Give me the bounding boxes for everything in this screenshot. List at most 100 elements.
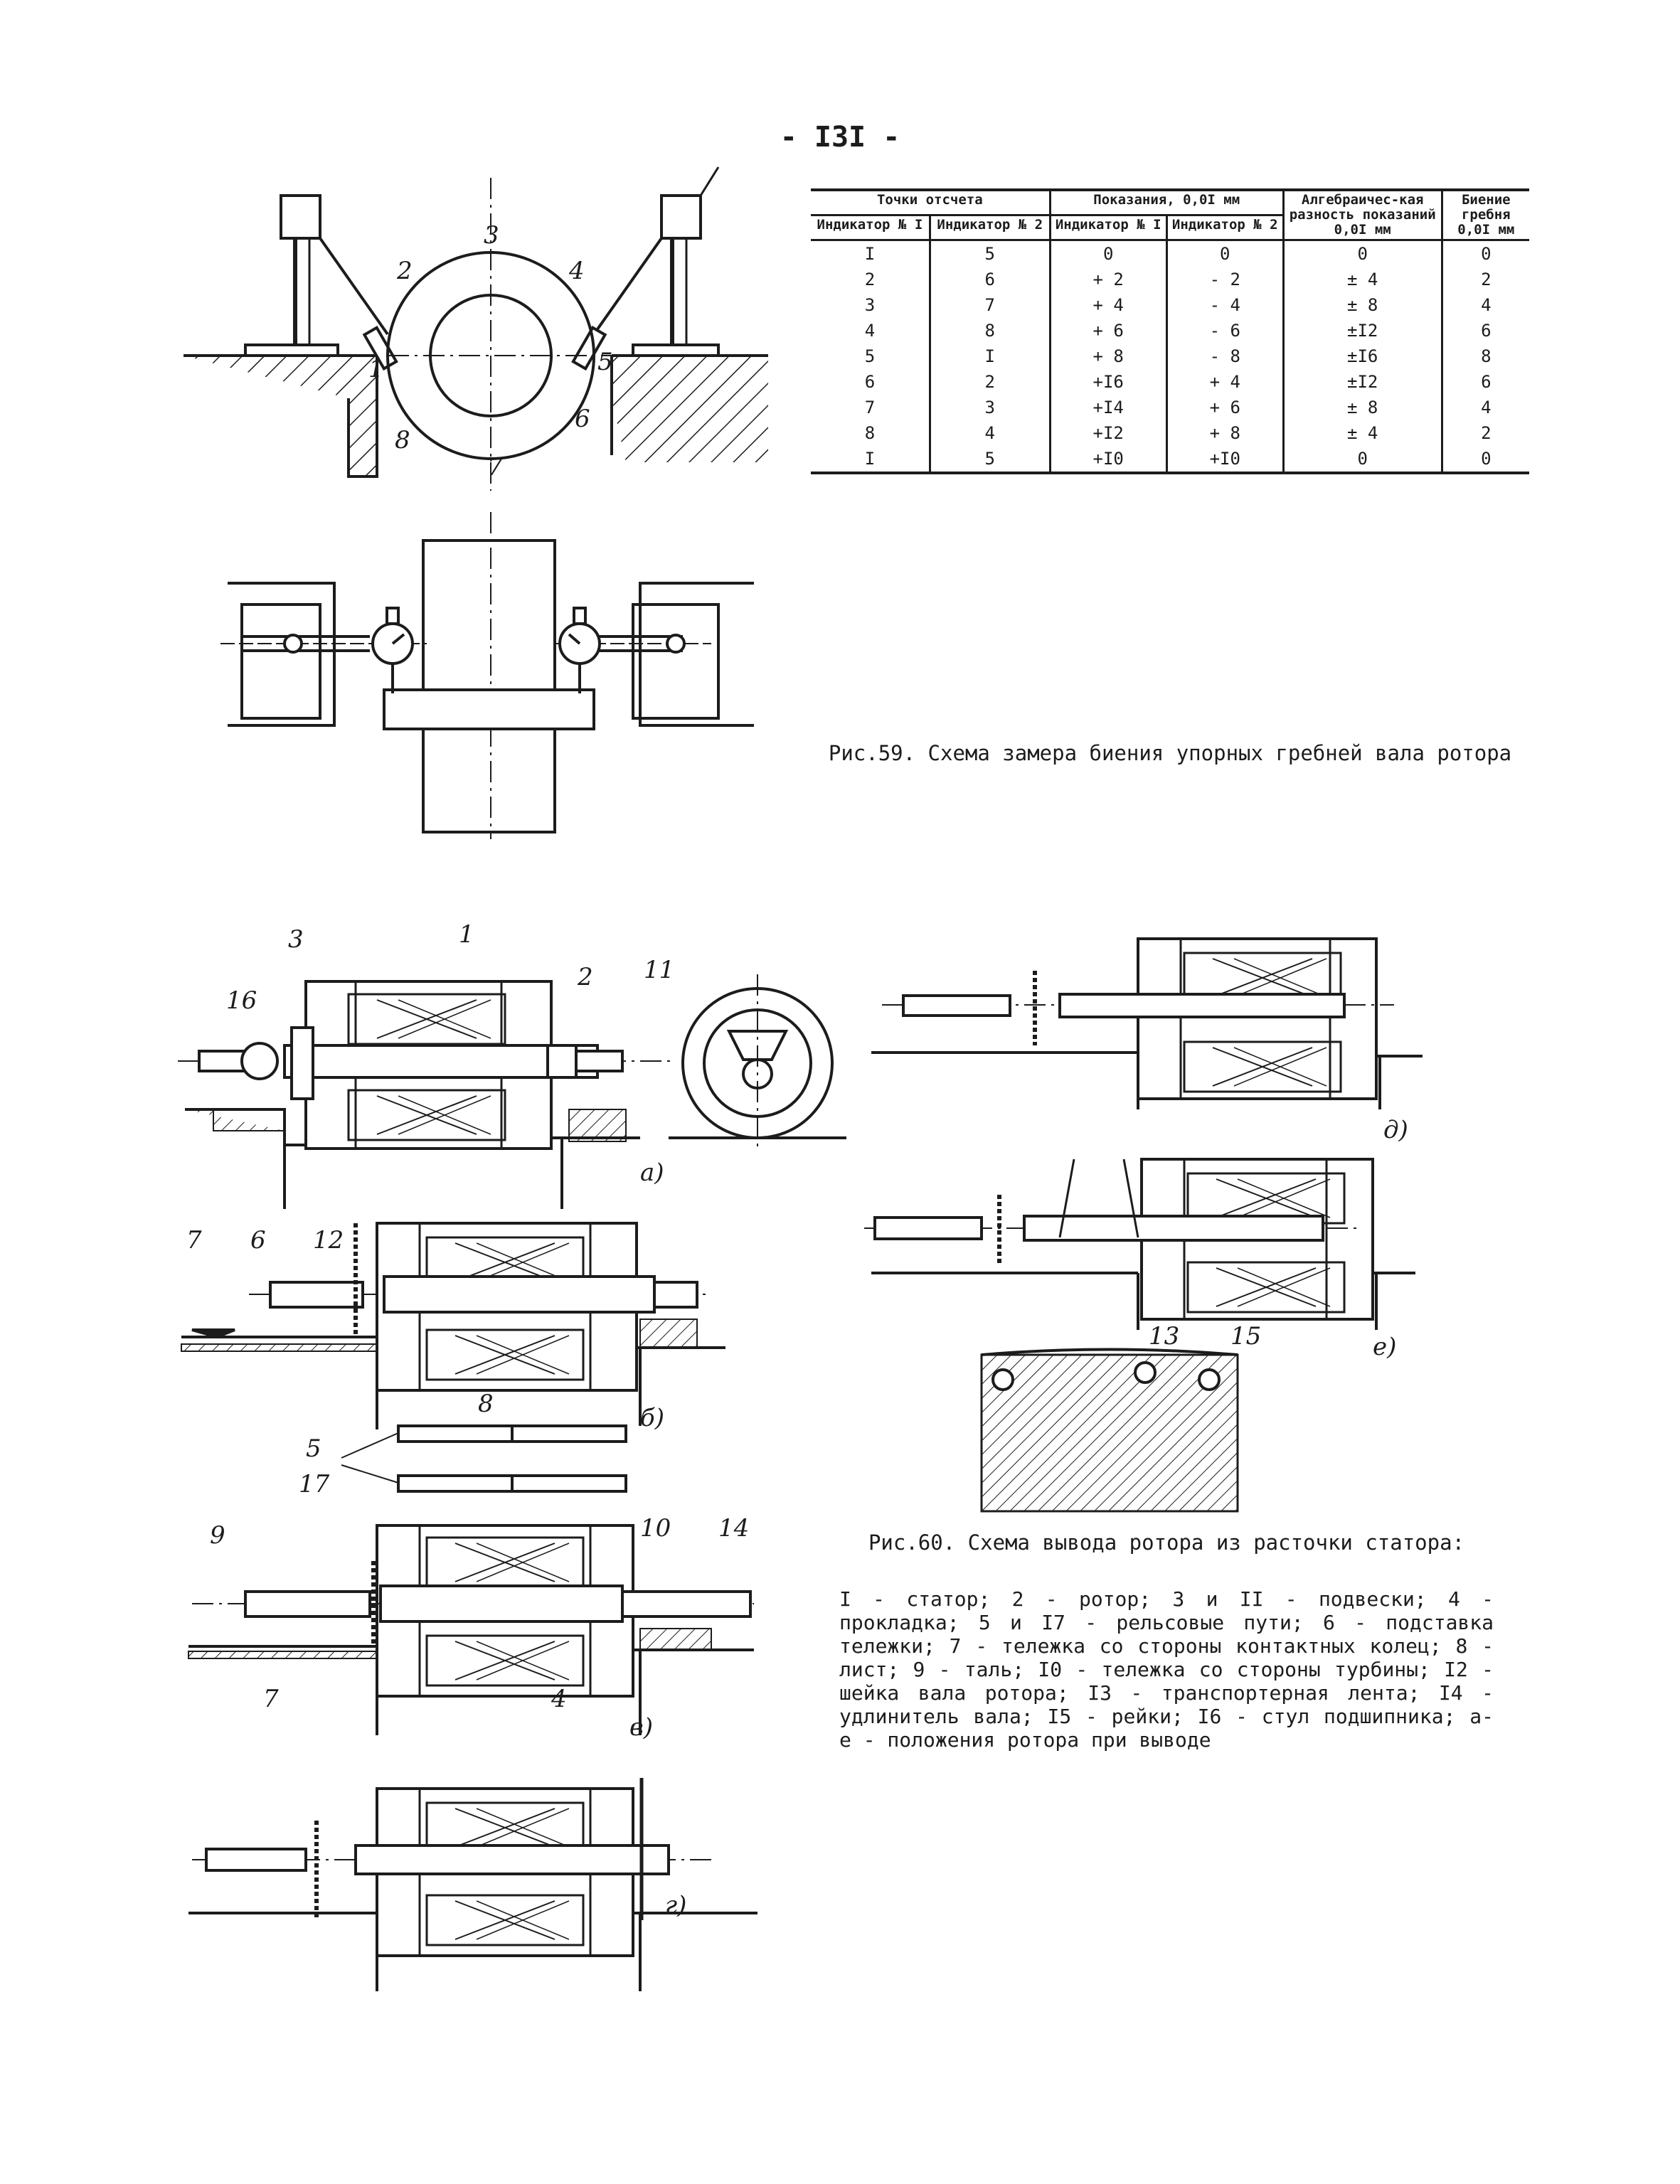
cell-runout: 0 bbox=[1440, 446, 1529, 473]
position-v-label: в) bbox=[629, 1713, 653, 1742]
cell-read2: - 2 bbox=[1165, 267, 1284, 292]
cell-diff: ±I6 bbox=[1282, 343, 1442, 369]
cell-read1: +I6 bbox=[1048, 369, 1167, 395]
cell-runout: 4 bbox=[1440, 292, 1529, 318]
cell-ref1: 3 bbox=[864, 295, 876, 315]
fig60-b-labels: 7 6 12 8 б) 5 17 bbox=[186, 1226, 664, 1498]
label-1: 1 bbox=[459, 920, 474, 949]
cell-read2: + 4 bbox=[1165, 369, 1284, 395]
header-read-indicator-1: Индикатор № I bbox=[1048, 215, 1167, 241]
point-label-5: 5 bbox=[597, 348, 613, 376]
cell-read1: +I0 bbox=[1048, 446, 1167, 473]
cell-ref2: 6 bbox=[928, 267, 1051, 292]
label-2: 2 bbox=[577, 963, 593, 991]
cell-read2: + 6 bbox=[1165, 395, 1284, 420]
point-label-3: 3 bbox=[484, 221, 499, 250]
table-row: 8 4 +I2 + 8 ± 4 2 bbox=[811, 420, 1529, 446]
label-15: 15 bbox=[1230, 1322, 1261, 1351]
cell-diff: ± 4 bbox=[1282, 267, 1442, 292]
page-number: - I3I - bbox=[780, 121, 900, 154]
cell-ref2: 8 bbox=[928, 318, 1051, 343]
label-5: 5 bbox=[306, 1434, 321, 1463]
fig60-legend: I - статор; 2 - ротор; 3 и II - подвески… bbox=[839, 1587, 1494, 1752]
cell-read1: + 2 bbox=[1048, 267, 1167, 292]
fig60-position-v bbox=[188, 1524, 754, 1735]
table-row: 5 I + 8 - 8 ±I6 8 bbox=[811, 343, 1529, 369]
label-7b: 7 bbox=[263, 1685, 279, 1713]
table-row: 7 3 +I4 + 6 ± 8 4 bbox=[811, 395, 1529, 420]
cell-read1: + 4 bbox=[1048, 292, 1167, 318]
cell-diff: 0 bbox=[1282, 446, 1442, 473]
cell-read1: + 8 bbox=[1048, 343, 1167, 369]
cell-read2: +I0 bbox=[1165, 446, 1284, 473]
position-e-label: е) bbox=[1373, 1333, 1396, 1361]
cell-diff: ± 4 bbox=[1282, 420, 1442, 446]
cell-read2: 0 bbox=[1165, 240, 1284, 267]
label-12: 12 bbox=[313, 1226, 344, 1255]
fig60-v-labels: 9 10 14 7 4 в) bbox=[210, 1514, 749, 1742]
cell-ref2: 7 bbox=[928, 292, 1051, 318]
cell-diff: ±I2 bbox=[1282, 318, 1442, 343]
label-3: 3 bbox=[288, 925, 304, 954]
cell-read2: + 8 bbox=[1165, 420, 1284, 446]
cell-ref2: 3 bbox=[928, 395, 1051, 420]
label-14: 14 bbox=[718, 1514, 749, 1543]
position-g-label: г) bbox=[665, 1891, 686, 1919]
cell-diff: ±I2 bbox=[1282, 369, 1442, 395]
cell-runout: 8 bbox=[1440, 343, 1529, 369]
fig60-position-b bbox=[181, 1222, 725, 1493]
cell-read2: - 6 bbox=[1165, 318, 1284, 343]
label-6: 6 bbox=[250, 1226, 266, 1255]
fig60-position-a bbox=[178, 974, 846, 1209]
header-ref-indicator-1: Индикатор № I bbox=[811, 215, 930, 241]
point-label-2: 2 bbox=[396, 257, 413, 285]
label-13: 13 bbox=[1149, 1322, 1179, 1351]
label-10: 10 bbox=[640, 1514, 671, 1543]
cell-ref1: I bbox=[864, 244, 876, 264]
table-row: 2 6 + 2 - 2 ± 4 2 bbox=[811, 267, 1529, 292]
label-11: 11 bbox=[644, 956, 674, 984]
label-16: 16 bbox=[226, 986, 257, 1015]
label-8: 8 bbox=[478, 1390, 494, 1418]
cell-diff: ± 8 bbox=[1282, 395, 1442, 420]
label-17: 17 bbox=[299, 1470, 330, 1498]
fig60-e-labels: 13 15 е) bbox=[1149, 1322, 1396, 1361]
point-label-8: 8 bbox=[395, 426, 410, 454]
cell-ref2: 5 bbox=[928, 446, 1051, 473]
header-read-indicator-2: Индикатор № 2 bbox=[1165, 215, 1284, 241]
label-7: 7 bbox=[186, 1226, 202, 1255]
runout-table: Точки отсчета Показания, 0,0I мм Алгебра… bbox=[811, 188, 1529, 474]
cell-ref2: 2 bbox=[928, 369, 1051, 395]
point-label-6: 6 bbox=[575, 405, 590, 433]
cell-read2: - 4 bbox=[1165, 292, 1284, 318]
cell-ref2: I bbox=[928, 343, 1051, 369]
fig60-position-d bbox=[871, 937, 1423, 1109]
point-label-7: 7 bbox=[487, 453, 503, 481]
header-runout: Биение гребня 0,0I мм bbox=[1440, 190, 1529, 241]
cell-read2: - 8 bbox=[1165, 343, 1284, 369]
label-4: 4 bbox=[551, 1685, 567, 1713]
cell-read1: 0 bbox=[1048, 240, 1167, 267]
position-d-label: д) bbox=[1383, 1116, 1408, 1144]
cell-ref1: 8 bbox=[864, 423, 876, 443]
table-row: 6 2 +I6 + 4 ±I2 6 bbox=[811, 369, 1529, 395]
cell-diff: ± 8 bbox=[1282, 292, 1442, 318]
cell-diff: 0 bbox=[1282, 240, 1442, 267]
cell-ref2: 4 bbox=[928, 420, 1051, 446]
table-row: I 5 +I0 +I0 0 0 bbox=[811, 446, 1529, 473]
position-a-label: a) bbox=[640, 1158, 664, 1187]
fig59-ring-diagram bbox=[184, 166, 768, 491]
table-row: I 5 0 0 0 0 bbox=[811, 240, 1529, 267]
cell-runout: 6 bbox=[1440, 318, 1529, 343]
fig60-position-e bbox=[864, 1158, 1415, 1513]
label-9: 9 bbox=[210, 1521, 225, 1550]
cell-ref2: 5 bbox=[928, 240, 1051, 267]
fig59-caption: Рис.59. Схема замера биения упорных греб… bbox=[828, 741, 1512, 765]
header-ref-indicator-2: Индикатор № 2 bbox=[928, 215, 1051, 241]
cell-ref1: 7 bbox=[864, 398, 876, 417]
point-label-1: 1 bbox=[368, 355, 384, 383]
fig59-point-labels: 1 2 3 4 5 6 7 8 bbox=[368, 221, 613, 481]
cell-ref1: 2 bbox=[864, 270, 876, 289]
table-row: 4 8 + 6 - 6 ±I2 6 bbox=[811, 318, 1529, 343]
